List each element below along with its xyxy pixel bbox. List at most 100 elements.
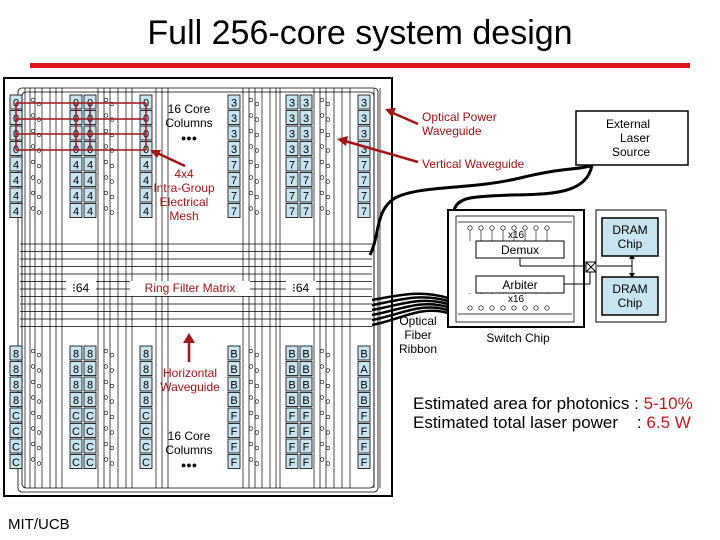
ring-resonator — [325, 132, 331, 138]
title-rule — [30, 63, 690, 68]
dram-chip-top — [601, 217, 659, 257]
core-cell — [69, 203, 83, 218]
ring-resonator — [30, 128, 36, 134]
core-cell — [69, 172, 83, 187]
core-cell-label: 8 — [73, 380, 79, 392]
arbiter-label: Arbiter — [502, 278, 537, 292]
footer-credit: MIT/UCB — [8, 516, 70, 533]
ring-resonator — [319, 206, 325, 211]
ring-resonator — [248, 457, 254, 462]
ring-resonator — [103, 190, 109, 196]
core-cell-label: 3 — [303, 98, 309, 110]
core-cell-label: A — [360, 364, 368, 376]
core-cell — [69, 392, 83, 407]
core-cell — [83, 156, 97, 172]
ring-resonator — [325, 163, 331, 169]
external-laser-line3: Source — [612, 145, 650, 159]
horizontal-waveguide-line1: Horizontal — [163, 366, 217, 380]
ring-resonator — [30, 348, 36, 354]
core-cell — [285, 141, 299, 156]
ring-resonator — [30, 190, 36, 196]
ring-resonator — [36, 430, 42, 435]
ring-resonator — [103, 457, 109, 462]
dram-top-line1: DRAM — [612, 223, 647, 237]
laser-power-estimate: Estimated total laser power : 6.5 W — [413, 413, 691, 433]
core-cell-label: F — [361, 411, 368, 423]
external-laser-box — [575, 110, 689, 166]
core-cell — [299, 203, 313, 218]
core-cell-label: C — [86, 426, 94, 438]
switch-ring — [533, 305, 539, 311]
ring-resonator — [103, 144, 109, 149]
ring-resonator — [325, 383, 331, 389]
core-cell-label: B — [360, 380, 367, 392]
core-cell-label: C — [72, 411, 80, 423]
dram-bottom-line2: Chip — [618, 296, 643, 310]
ring-resonator — [30, 379, 36, 385]
core-cell — [357, 423, 371, 438]
core-cell — [357, 94, 371, 110]
core-cell-label: 4 — [73, 160, 79, 172]
laser-power-label: Estimated total laser power : — [413, 413, 647, 432]
core-cell-label: 4 — [13, 160, 19, 172]
core-cell-label: 7 — [231, 191, 237, 203]
core-cell-label: C — [142, 426, 150, 438]
waveguide-lines — [17, 87, 381, 493]
ring-resonator — [319, 97, 325, 103]
core-cell — [299, 156, 313, 172]
core-cell — [9, 392, 23, 407]
core-cell — [83, 376, 97, 392]
core-cell-label: 3 — [231, 144, 237, 156]
core-cell — [69, 407, 83, 423]
core-cell — [9, 438, 23, 454]
ring-resonator — [109, 210, 115, 215]
ring-resonator — [30, 441, 36, 447]
ring-resonator — [103, 395, 109, 400]
dram-chip-bottom-label: DRAM Chip — [612, 282, 647, 310]
core-cell — [9, 407, 23, 423]
core-cell-label: 8 — [13, 395, 19, 407]
optical-power-annotation: Optical Power Waveguide — [422, 110, 497, 138]
fiber-strand — [371, 309, 449, 327]
ring-resonator — [254, 399, 260, 404]
core-cell — [9, 454, 23, 469]
slide-title: Full 256-core system design — [147, 14, 573, 52]
core-cell-label: 4 — [73, 206, 79, 218]
core-columns-label-top: 16 Core Columns ●●● — [165, 102, 212, 143]
core-cell-label: F — [289, 457, 296, 469]
core-cell-label: 4 — [13, 175, 19, 187]
ring-resonator — [36, 179, 42, 184]
core-cell-label: F — [303, 426, 310, 438]
ring-resonator — [30, 410, 36, 416]
ellipsis-dots-top: ●●● — [181, 133, 197, 143]
core-cell-label: B — [230, 364, 237, 376]
core-cell-label: 3 — [303, 129, 309, 141]
core-cell-label: 3 — [289, 113, 295, 125]
optical-fiber-ribbon — [371, 292, 449, 327]
ring-resonator — [109, 368, 115, 373]
core-cell — [139, 345, 153, 361]
core-cell — [227, 94, 241, 110]
core-cell-label: B — [230, 349, 237, 361]
ring-resonator — [319, 348, 325, 354]
core-cell-label: 4 — [13, 191, 19, 203]
core-cell-label: 7 — [303, 175, 309, 187]
core-cell-label: F — [303, 457, 310, 469]
core-cell-label: F — [231, 457, 238, 469]
core-cell — [139, 376, 153, 392]
optical-fiber-label: Optical Fiber Ribbon — [399, 314, 437, 356]
ring-resonator — [109, 352, 115, 358]
core-cell — [139, 361, 153, 376]
intra-group-mesh — [15, 102, 147, 151]
fiber-strand — [371, 299, 449, 312]
fiber-strand — [371, 306, 449, 322]
mesh-arrow — [156, 151, 186, 168]
ring-resonator — [36, 383, 42, 389]
core-cell-label: 8 — [143, 364, 149, 376]
core-cell — [227, 141, 241, 156]
switch-ring — [478, 305, 484, 311]
optical-fiber-line2: Fiber — [404, 328, 431, 342]
ring-resonator — [30, 426, 36, 431]
label-backdrop — [66, 281, 96, 296]
ring-resonator — [319, 441, 325, 447]
